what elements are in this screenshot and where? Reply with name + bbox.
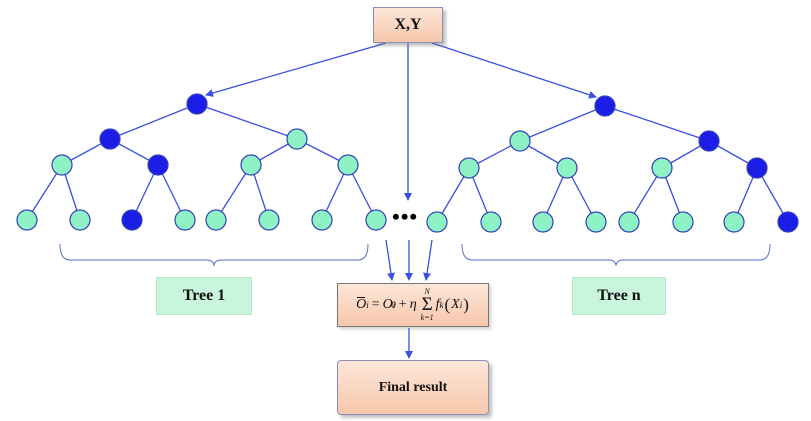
- tree-n-leaf-node-0: [426, 211, 448, 233]
- formula-sum-lower: k=1: [420, 313, 434, 323]
- formula-rparen: ): [463, 295, 469, 314]
- formula-x: X: [451, 297, 460, 312]
- tree-1-root-node: [186, 93, 208, 115]
- tree-n-level2-node-3: [746, 157, 768, 179]
- formula-lhs-sub: i: [366, 300, 369, 310]
- tree-n-edge-root-1: [604, 105, 710, 142]
- tree-n-label-text: Tree n: [597, 287, 641, 304]
- tree-n-leaf-node-5: [672, 211, 694, 233]
- formula-sum-upper: N: [424, 286, 430, 296]
- formula-f-sub: k: [439, 300, 444, 310]
- tree-1-leaf-node-6: [311, 209, 333, 231]
- final-result-box: Final result: [337, 360, 489, 415]
- tree-1-leaf-node-4: [205, 209, 227, 231]
- tree-1-level2-node-1: [147, 154, 169, 176]
- tree-1-leaf-node-1: [69, 209, 91, 231]
- tree-n-leaf-node-4: [618, 211, 640, 233]
- formula-base-sub: i: [392, 300, 396, 310]
- formula-eq: =: [371, 297, 380, 312]
- tree-n-level2-node-0: [458, 157, 480, 179]
- tree-1-leaf-node-2: [121, 209, 143, 231]
- tree-n-leaf-node-3: [585, 211, 607, 233]
- tree-n-leaf-node-7: [777, 211, 799, 233]
- tree-1-edge-root-0: [109, 103, 198, 140]
- ellipsis: •••: [392, 204, 419, 229]
- edge-input-to-tree-n: [431, 42, 597, 99]
- tree-n-edge-root-0: [519, 105, 606, 142]
- tree-1-level2-node-3: [337, 154, 359, 176]
- formula-x-sub: i: [459, 300, 463, 310]
- tree-1-edge-root-1: [196, 103, 298, 140]
- tree-1-level2-node-0: [51, 154, 73, 176]
- formula-base-sup: 0: [391, 300, 396, 310]
- edge-input-to-tree-1: [205, 42, 387, 97]
- formula-eta: η: [409, 297, 417, 312]
- tree-1-leaf-node-0: [16, 209, 38, 231]
- tree-n-level2-node-1: [556, 157, 578, 179]
- brackets-layer: [59, 243, 771, 267]
- formula-base: O: [382, 297, 393, 312]
- tree-n-leaf-node-2: [532, 211, 554, 233]
- tree-n-leaf-node-6: [723, 211, 745, 233]
- tree-1-leaf-node-3: [174, 209, 196, 231]
- formula-f: f: [435, 297, 440, 312]
- nodes-layer: [16, 93, 799, 233]
- final-result-label: Final result: [378, 379, 448, 395]
- tree-1-label-text: Tree 1: [182, 287, 226, 304]
- tree-1-level1-node-0: [99, 128, 121, 150]
- tree-n-leaf-node-1: [480, 211, 502, 233]
- input-label: X,Y: [394, 16, 422, 33]
- tree-n-level1-node-0: [509, 130, 531, 152]
- formula-lhs: O: [356, 297, 367, 312]
- tree-1-level2-node-2: [240, 154, 262, 176]
- formula-sum-sign: Σ: [421, 293, 433, 315]
- input-box: X,Y: [373, 7, 443, 43]
- tree-n-label: Tree n: [572, 277, 666, 315]
- formula-lparen: (: [444, 295, 451, 314]
- tree-n-level2-node-2: [651, 157, 673, 179]
- formula-sum: N Σ k=1: [420, 286, 434, 323]
- tree-1-leaf-node-7: [365, 209, 387, 231]
- tree-1-edge-l2-0: [26, 164, 63, 221]
- edge-tree-n-to-formula: [423, 239, 433, 281]
- tree-1-label: Tree 1: [156, 277, 252, 315]
- formula-plus: +: [398, 297, 407, 312]
- tree-n-level1-node-1: [698, 130, 720, 152]
- tree-1-brace: [59, 243, 369, 267]
- tree-1-level1-node-1: [286, 128, 308, 150]
- tree-1-leaf-node-5: [258, 209, 280, 231]
- tree-n-root-node: [594, 95, 616, 117]
- tree-n-brace: [461, 243, 771, 267]
- tree-1-edge-l2-4: [215, 164, 252, 221]
- edge-tree-1-to-formula: [385, 239, 395, 281]
